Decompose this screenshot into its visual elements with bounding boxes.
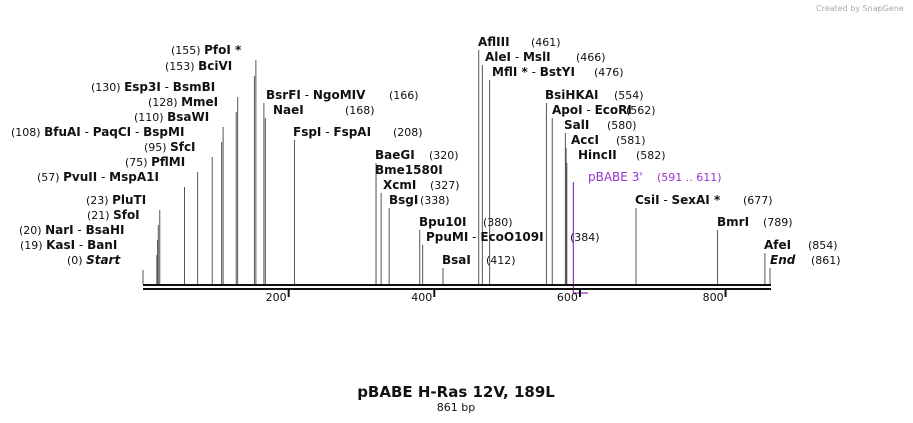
- site-label: HincII: [578, 148, 617, 162]
- site-label: AccI: [571, 133, 599, 147]
- site-label: SalI: [564, 118, 589, 132]
- site-position-label: (412): [486, 254, 516, 267]
- axis-tick-label: 400: [411, 291, 432, 304]
- site-label: BaeGI: [375, 148, 415, 162]
- site-label: (130) Esp3I - BsmBI: [91, 80, 215, 94]
- site-label: AflIII: [478, 35, 510, 49]
- site-label: BsgI: [389, 193, 418, 207]
- site-label: (21) SfoI: [87, 208, 140, 222]
- site-position-label: (554): [614, 89, 644, 102]
- sequence-line-top: [143, 284, 771, 286]
- site-label: ApoI - EcoRI: [552, 103, 632, 117]
- site-label: (110) BsaWI: [134, 110, 209, 124]
- site-label: BmrI: [717, 215, 749, 229]
- site-label: (57) PvuII - MspA1I: [37, 170, 159, 184]
- site-label: (0) Start: [67, 253, 121, 267]
- site-position-label: (461): [531, 36, 561, 49]
- site-label: (108) BfuAI - PaqCI - BspMI: [11, 125, 184, 139]
- site-label: NaeI: [273, 103, 304, 117]
- site-label: (128) MmeI: [148, 95, 218, 109]
- site-position-label: (208): [393, 126, 423, 139]
- site-position-label: (677): [743, 194, 773, 207]
- site-position-label: (320): [429, 149, 459, 162]
- feature-pbabe3: pBABE 3' (591 .. 611): [572, 170, 722, 294]
- site-label: BsiHKAI: [545, 88, 599, 102]
- snapgene-logo-icon: ⸱: [877, 3, 879, 13]
- map-title: pBABE H-Ras 12V, 189L: [357, 383, 555, 401]
- site-label: FspI - FspAI: [293, 125, 371, 139]
- site-position-label: (861): [811, 254, 841, 267]
- site-label: Bme1580I: [375, 163, 443, 177]
- site-position-label: (327): [430, 179, 460, 192]
- site-position-label: (789): [763, 216, 793, 229]
- site-position-label: (581): [616, 134, 646, 147]
- site-position-label: (166): [389, 89, 419, 102]
- site-label: (23) PluTI: [86, 193, 146, 207]
- site-leader-lines: [142, 50, 771, 284]
- site-position-label: (384): [570, 231, 600, 244]
- site-label: Bpu10I: [419, 215, 466, 229]
- site-position-label: (582): [636, 149, 666, 162]
- site-label: (153) BciVI: [165, 59, 232, 73]
- site-position-label: (476): [594, 66, 624, 79]
- axis-ticks: 200 400 600 800: [266, 290, 727, 304]
- feature-label: pBABE 3': [588, 170, 643, 184]
- site-label: (155) PfoI *: [171, 43, 242, 57]
- watermark-text: Created by SnapGene: [816, 4, 904, 13]
- axis-tick-label: 200: [266, 291, 287, 304]
- feature-range: (591 .. 611): [657, 171, 722, 184]
- axis-tick-label: 600: [557, 291, 578, 304]
- site-label: PpuMI - EcoO109I: [426, 230, 544, 244]
- site-label: BsrFI - NgoMIV: [266, 88, 366, 102]
- site-label: (19) KasI - BanI: [20, 238, 117, 252]
- map-length: 861 bp: [437, 401, 475, 414]
- site-label: (95) SfcI: [144, 140, 196, 154]
- site-position-label: (338): [420, 194, 450, 207]
- site-label: MflI * - BstYI: [492, 65, 575, 79]
- site-label: End: [770, 253, 796, 267]
- site-position-label: (380): [483, 216, 513, 229]
- site-labels: (0) Start(19) KasI - BanI(20) NarI - Bsa…: [11, 35, 841, 267]
- axis-tick-label: 800: [703, 291, 724, 304]
- site-label: CsiI - SexAI *: [635, 193, 721, 207]
- site-label: BsaI: [442, 253, 471, 267]
- site-label: AfeI: [764, 238, 791, 252]
- site-position-label: (854): [808, 239, 838, 252]
- site-label: XcmI: [383, 178, 416, 192]
- site-position-label: (562): [626, 104, 656, 117]
- site-label: (75) PflMI: [125, 155, 185, 169]
- site-label: AleI - MslI: [485, 50, 551, 64]
- sequence-line-bottom: [143, 288, 771, 290]
- feature-bracket: [572, 182, 588, 294]
- site-position-label: (466): [576, 51, 606, 64]
- site-position-label: (168): [345, 104, 375, 117]
- site-position-label: (580): [607, 119, 637, 132]
- site-label: (20) NarI - BsaHI: [19, 223, 124, 237]
